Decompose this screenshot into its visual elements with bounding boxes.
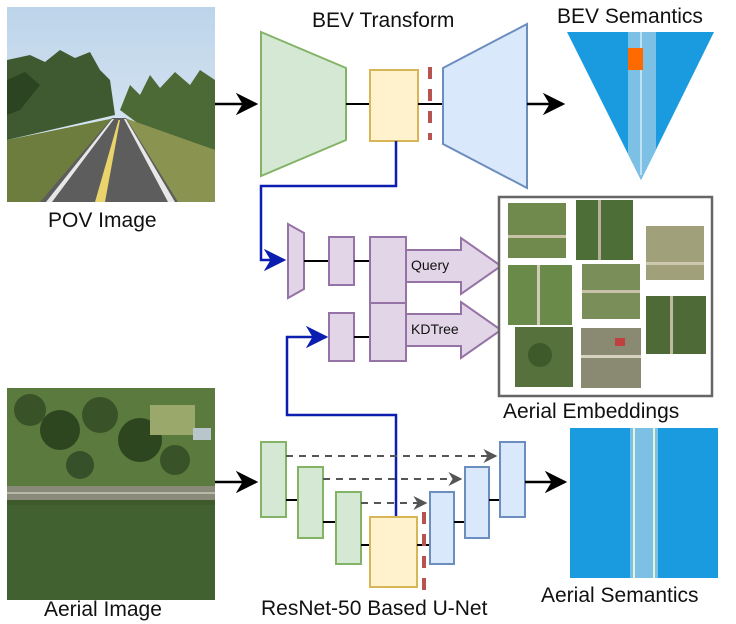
- kdtree-arrow: [405, 300, 503, 360]
- bev-transform: [215, 22, 566, 190]
- unet: [215, 441, 568, 590]
- embedding-tile: [646, 226, 704, 280]
- bev-transform-label: BEV Transform: [312, 9, 455, 32]
- unet-enc-3: [335, 491, 362, 565]
- aerial-image-label: Aerial Image: [44, 598, 162, 621]
- embedding-tile: [576, 200, 633, 260]
- aerial-semantics-map: [570, 428, 718, 578]
- query-label: Query: [411, 257, 450, 273]
- aerial-semantics-label: Aerial Semantics: [541, 584, 699, 607]
- aerial-embeddings-label: Aerial Embeddings: [503, 400, 680, 423]
- embedding-tile: [646, 296, 706, 354]
- bev-semantics-map: [567, 32, 714, 180]
- embedding-encoder: [287, 222, 503, 362]
- aerial-embeddings-box: [497, 195, 714, 398]
- unet-enc-1: [260, 441, 287, 518]
- pov-image-label: POV Image: [48, 209, 157, 232]
- embedding-tile: [508, 203, 566, 258]
- unet-bottleneck: [369, 516, 418, 588]
- query-arrow: [405, 236, 503, 296]
- pov-image: [7, 7, 215, 202]
- kdtree-label: KDTree: [411, 321, 459, 337]
- bev-encoder: [260, 30, 347, 178]
- unet-dec-1: [429, 491, 455, 565]
- aerial-image: [7, 388, 215, 600]
- unet-dec-3: [499, 441, 526, 518]
- unet-enc-2: [297, 466, 324, 539]
- unet-label: ResNet-50 Based U-Net: [261, 597, 488, 620]
- bev-bottleneck: [369, 69, 419, 142]
- vehicle-marker: [628, 48, 643, 70]
- bev-decoder: [442, 22, 528, 190]
- bev-semantics-label: BEV Semantics: [557, 5, 703, 28]
- unet-dec-2: [464, 466, 490, 539]
